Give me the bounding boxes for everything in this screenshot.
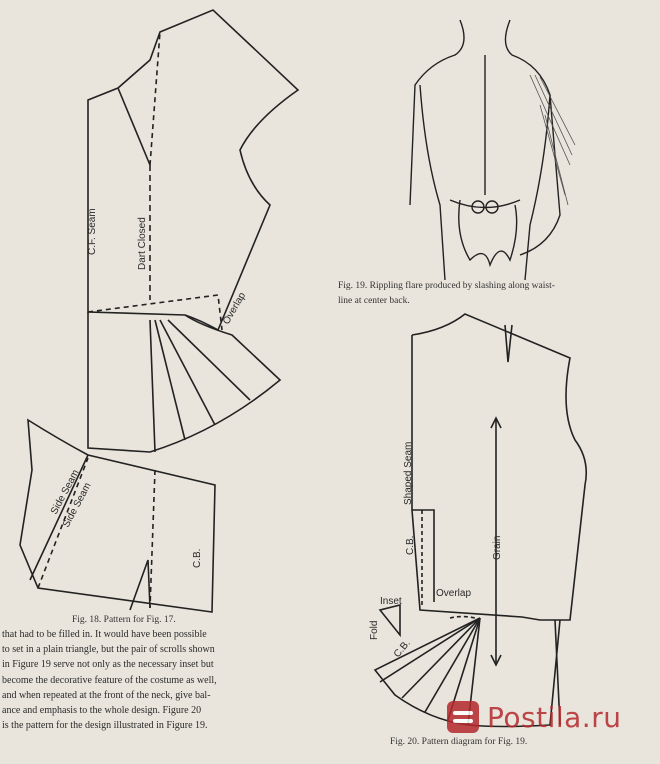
watermark-text: Postila.ru [487, 700, 622, 734]
postila-watermark: Postila.ru [447, 697, 647, 737]
body-line: in Figure 19 serve not only as the neces… [2, 659, 214, 671]
body-line: become the decorative feature of the cos… [2, 674, 217, 686]
inset-label: Inset [380, 596, 402, 607]
overlap-label-fig20: Overlap [436, 588, 471, 599]
cb-small-label: C.B. [392, 638, 413, 660]
cb-label-fig18: C.B. [192, 549, 203, 568]
body-line: to set in a plain triangle, but the pair… [2, 644, 215, 656]
fig19-back-view-illustration [409, 19, 576, 280]
fold-label: Fold [369, 621, 380, 640]
fig20-pattern-diagram: Shaped Seam Grain C.B. Overlap Inset Fol… [369, 313, 588, 728]
body-line: ance and emphasis to the whole design. F… [2, 705, 202, 717]
fig20-caption: Fig. 20. Pattern diagram for Fig. 19. [390, 737, 528, 747]
fig17-bodice-pattern: C.F. Seam Dart Closed Overlap Side Seam … [19, 9, 300, 613]
dart-closed-label: Dart Closed [137, 217, 148, 270]
body-line: is the pattern for the design illustrate… [2, 720, 208, 732]
cf-seam-label: C.F. Seam [87, 208, 98, 255]
shaped-seam-label: Shaped Seam [403, 442, 414, 505]
body-paragraph: that had to be filled in. It would have … [2, 627, 307, 733]
body-line: and when repeated at the front of the ne… [2, 689, 211, 701]
overlap-label-fig17: Overlap [221, 290, 248, 326]
cb-label-fig20: C.B. [405, 536, 416, 555]
fig18-caption: Fig. 18. Pattern for Fig. 17. [72, 615, 176, 625]
grain-label: Grain [492, 536, 503, 560]
fig19-caption-line2: line at center back. [338, 296, 410, 306]
fig19-caption-line1: Fig. 19. Rippling flare produced by slas… [338, 281, 555, 291]
postila-logo-icon [447, 701, 479, 733]
body-line: that had to be filled in. It would have … [2, 629, 207, 640]
